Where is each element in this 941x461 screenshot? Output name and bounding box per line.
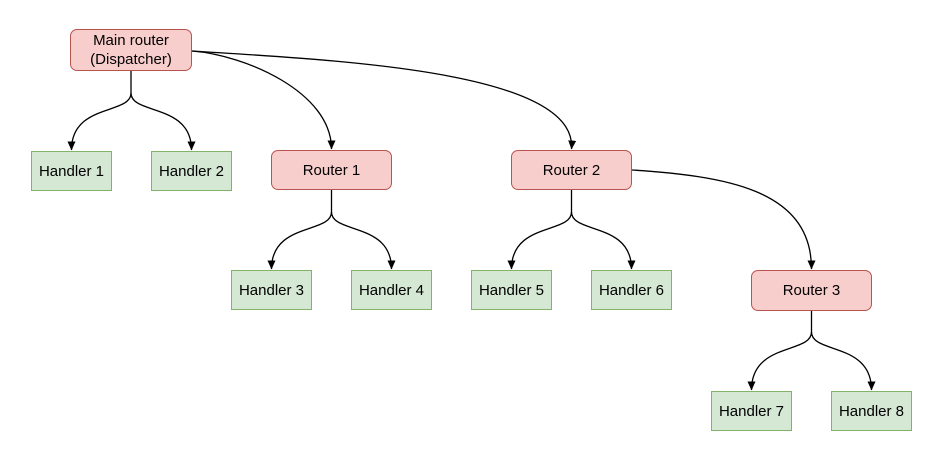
edge-router2-to-handler6 (570, 211, 636, 270)
edge-router3-to-handler7 (747, 331, 813, 391)
node-router-2-label: Router 2 (542, 161, 601, 179)
edge-router2-to-router3 (631, 169, 816, 270)
edge-main-to-handler2 (130, 92, 196, 151)
node-handler-6: Handler 6 (591, 270, 672, 310)
node-handler-5-label: Handler 5 (478, 281, 545, 299)
node-handler-8-label: Handler 8 (838, 402, 905, 420)
node-handler-7: Handler 7 (711, 391, 792, 431)
node-handler-2: Handler 2 (151, 151, 232, 191)
node-main-router: Main router (Dispatcher) (70, 29, 192, 71)
node-router-2: Router 2 (511, 150, 632, 190)
node-handler-2-label: Handler 2 (158, 162, 225, 180)
node-handler-8: Handler 8 (831, 391, 912, 431)
node-handler-4-label: Handler 4 (358, 281, 425, 299)
edge-main-to-router1 (191, 50, 336, 150)
node-main-router-label-line1: Main router (93, 32, 169, 49)
edge-router1-to-handler4 (330, 211, 396, 270)
node-handler-1: Handler 1 (31, 151, 112, 191)
edge-main-to-router2 (191, 50, 577, 150)
edge-router1-to-handler3 (267, 211, 333, 270)
node-router-1: Router 1 (271, 150, 392, 190)
node-handler-3: Handler 3 (231, 270, 312, 310)
node-handler-3-label: Handler 3 (238, 281, 305, 299)
node-router-1-label: Router 1 (302, 161, 361, 179)
node-handler-1-label: Handler 1 (38, 162, 105, 180)
node-router-3-label: Router 3 (782, 282, 841, 299)
node-main-router-label-line2: (Dispatcher) (90, 51, 172, 68)
node-router-3: Router 3 (751, 270, 872, 311)
edge-router2-to-handler5 (507, 211, 573, 270)
edge-router3-to-handler8 (810, 331, 876, 391)
node-handler-4: Handler 4 (351, 270, 432, 310)
node-handler-7-label: Handler 7 (718, 402, 785, 420)
node-handler-5: Handler 5 (471, 270, 552, 310)
node-handler-6-label: Handler 6 (598, 281, 665, 299)
edge-main-to-handler1 (67, 92, 132, 151)
